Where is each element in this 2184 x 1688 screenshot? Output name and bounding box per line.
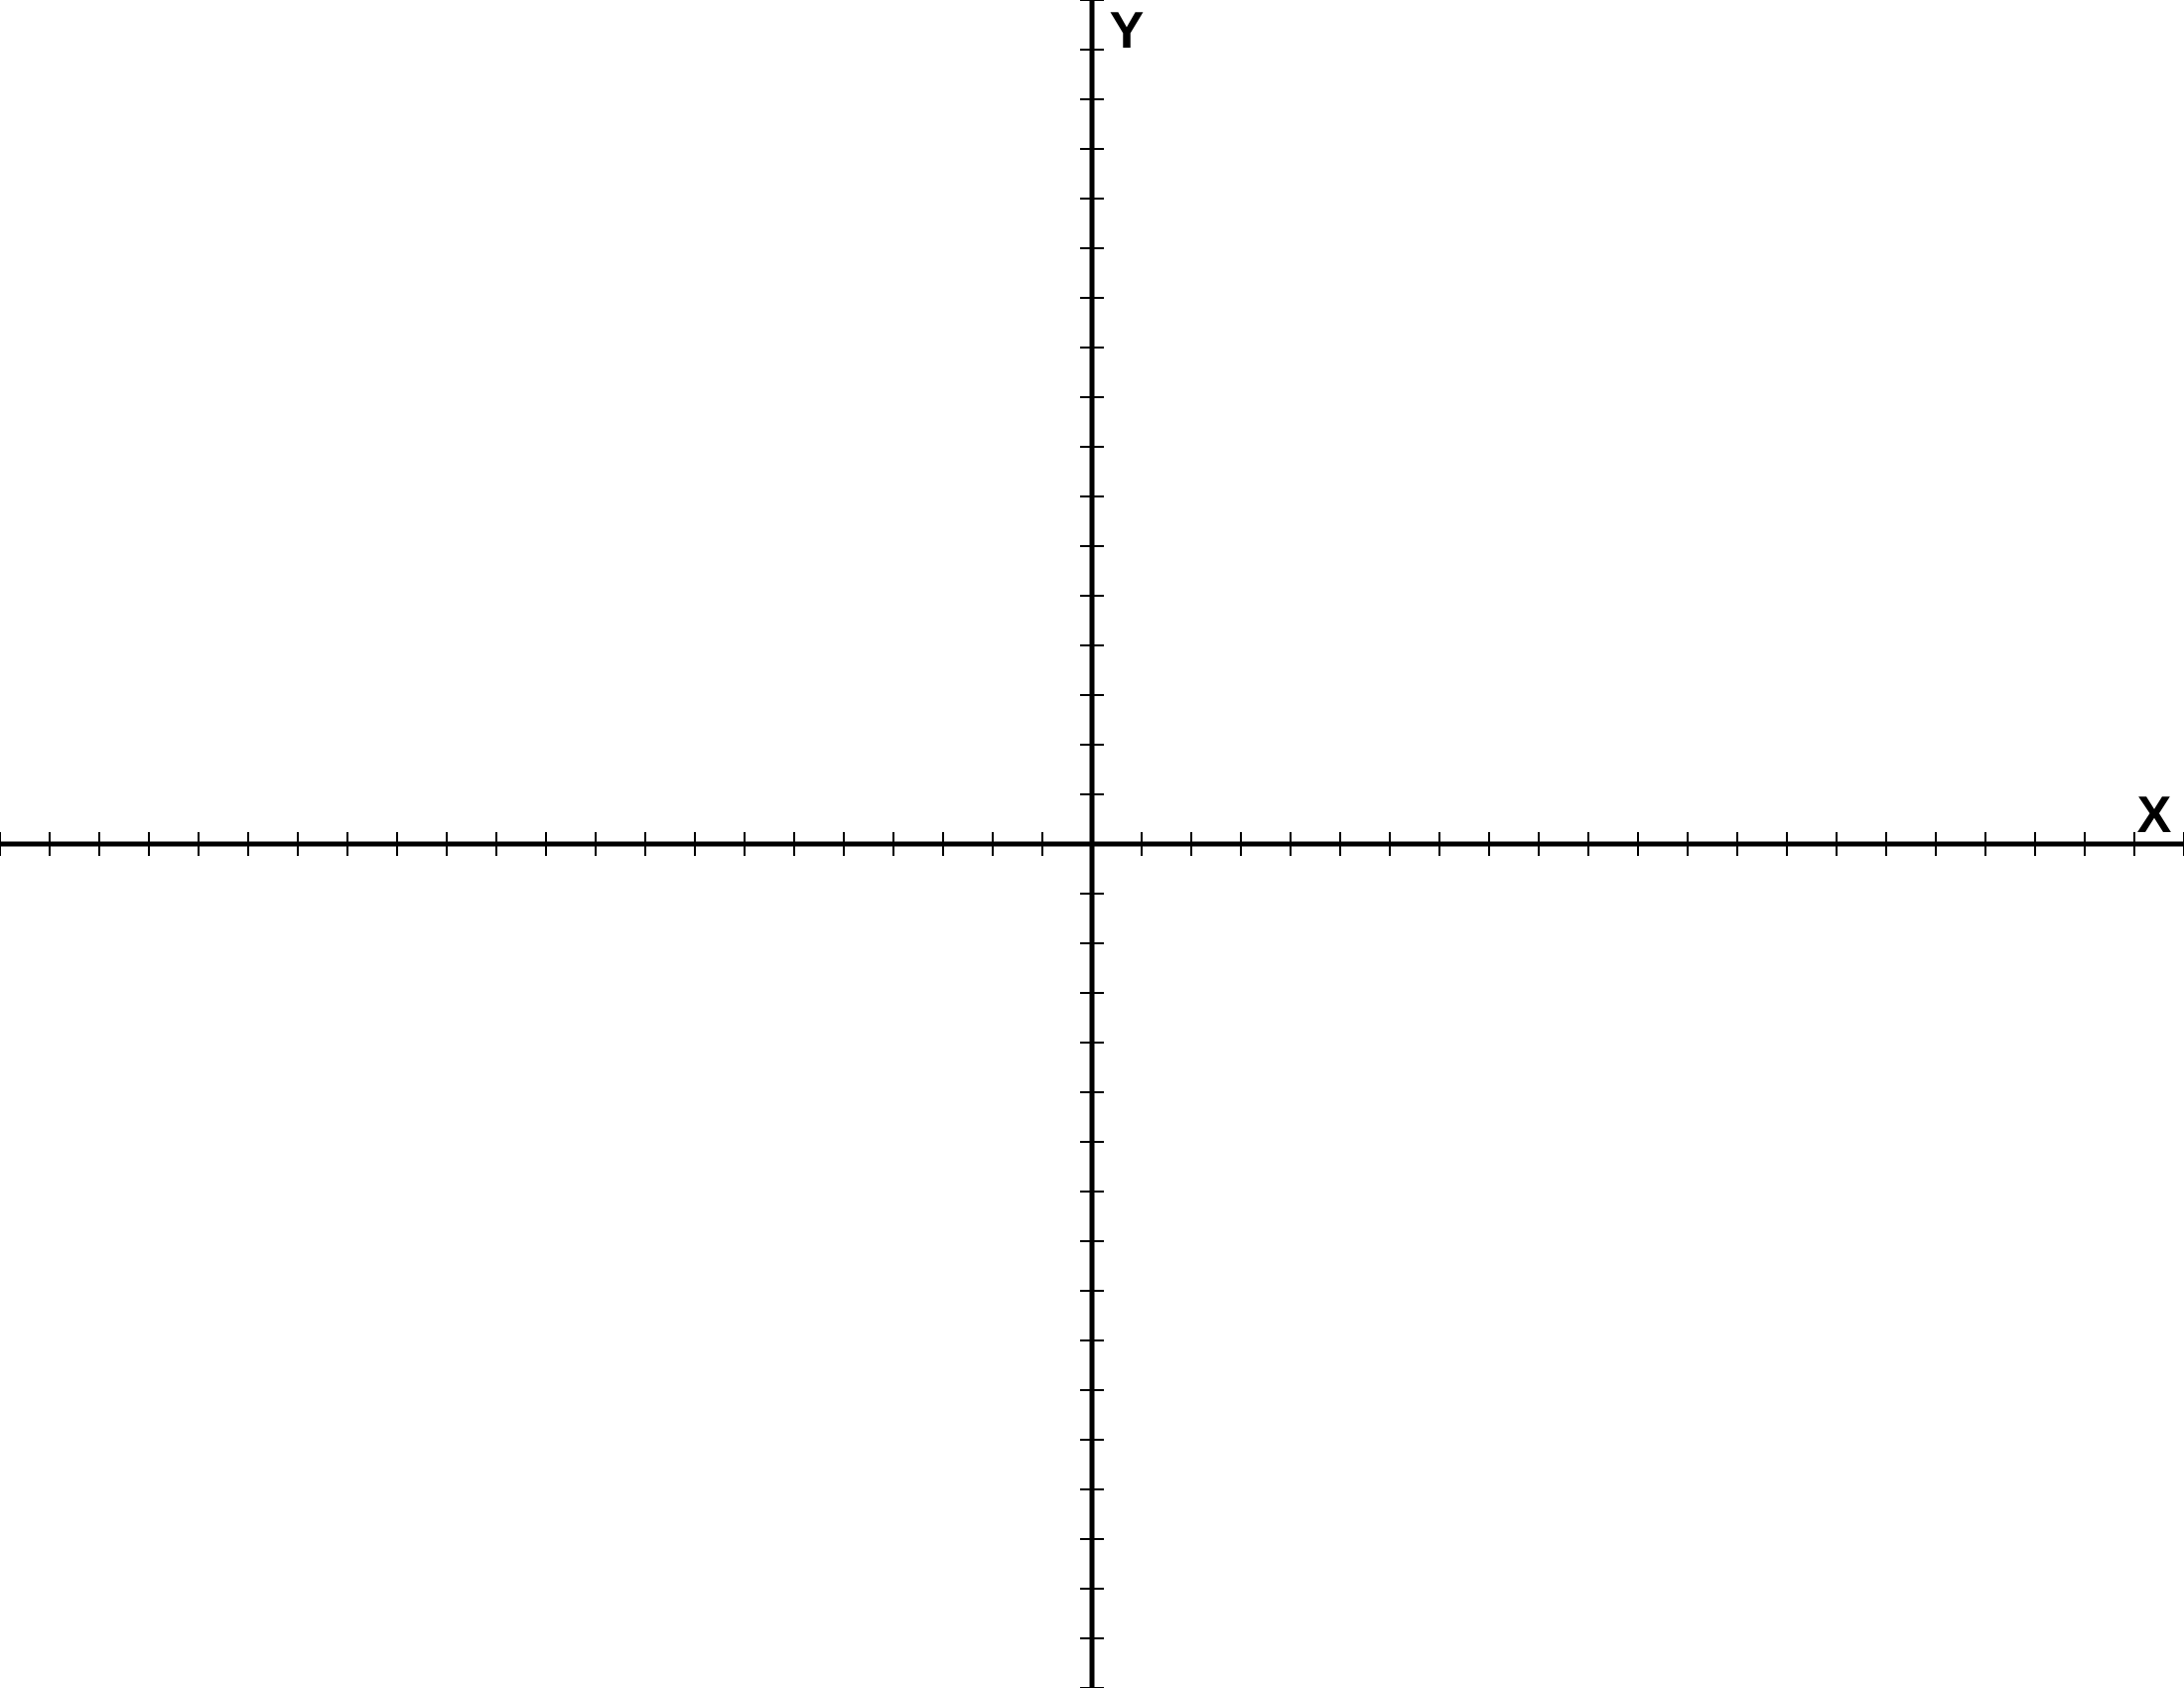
y-axis-label: Y [1110, 2, 1145, 60]
x-axis-label: X [2137, 786, 2172, 844]
